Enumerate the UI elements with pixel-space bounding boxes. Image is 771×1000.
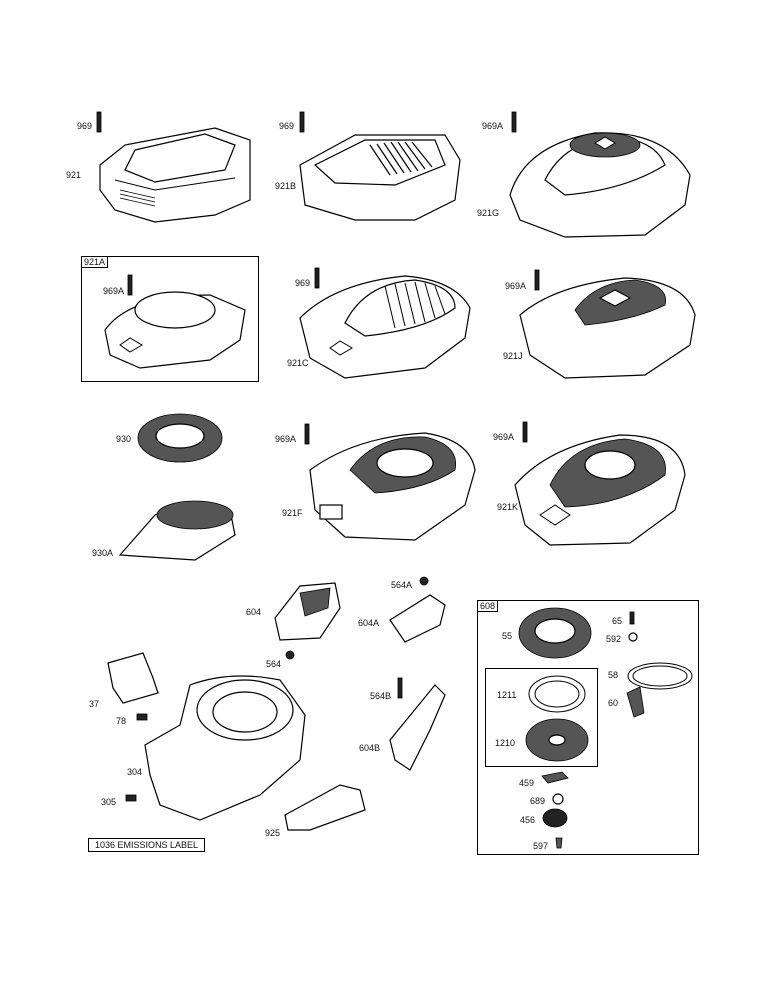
air-guide-icon[interactable] [385,680,450,775]
blower-housing-icon[interactable] [295,125,465,225]
label-969: 969 [279,121,295,131]
screw-icon [127,274,133,296]
spring-icon [552,793,564,805]
label-55: 55 [502,631,513,641]
label-305: 305 [101,797,117,807]
screw-icon [96,111,102,133]
label-604a: 604A [358,618,380,628]
blower-housing-icon[interactable] [115,490,240,565]
label-60: 60 [608,698,619,708]
label-689: 689 [530,796,546,806]
screw-icon [299,111,305,133]
spring-pulley-frame [485,668,598,767]
baffle-icon[interactable] [103,648,168,713]
screw-icon [397,677,403,699]
air-guide-icon[interactable] [385,590,450,645]
screw-icon [534,269,540,291]
screw-icon [511,111,517,133]
label-921b: 921B [275,181,297,191]
label-921: 921 [66,170,82,180]
label-1211: 1211 [497,690,517,700]
blower-housing-icon[interactable] [510,425,690,550]
label-592: 592 [606,634,622,644]
label-58: 58 [608,670,619,680]
pawl-icon[interactable] [540,770,570,786]
blower-screen-icon[interactable] [135,410,225,470]
screw-icon [629,611,635,625]
screw-icon [136,713,148,721]
blower-housing-icon[interactable] [140,665,330,825]
label-921j: 921J [503,351,523,361]
blower-housing-icon[interactable] [295,268,475,383]
label-604b: 604B [359,743,381,753]
pulley-icon[interactable] [522,715,592,765]
label-78: 78 [116,716,127,726]
label-37: 37 [89,699,100,709]
blower-housing-icon[interactable] [505,125,695,240]
label-459: 459 [519,778,535,788]
rope-icon[interactable] [625,660,695,695]
screw-icon [125,794,137,802]
label-969: 969 [295,278,311,288]
blower-housing-icon[interactable] [515,270,700,385]
blower-housing-icon[interactable] [95,120,255,225]
air-guide-icon[interactable] [280,775,370,835]
label-564a: 564A [391,580,413,590]
screw-icon [304,423,310,445]
label-969a: 969A [103,286,125,296]
label-921a: 921A [82,257,109,268]
label-921c: 921C [287,358,309,368]
label-604: 604 [246,607,262,617]
label-969a: 969A [275,434,297,444]
recoil-spring-icon[interactable] [525,672,590,717]
retainer-icon[interactable] [540,806,570,830]
screw-icon [522,421,528,443]
label-304: 304 [127,767,143,777]
label-564: 564 [266,659,282,669]
label-930: 930 [116,434,132,444]
label-969a: 969A [482,121,504,131]
air-guide-icon[interactable] [270,578,345,648]
label-925: 925 [265,828,281,838]
screw-icon [314,267,320,289]
screw-icon [285,650,295,660]
washer-icon [628,632,638,642]
label-969: 969 [77,121,93,131]
screw-icon [555,837,563,849]
blower-housing-icon[interactable] [305,425,480,545]
label-456: 456 [520,815,536,825]
label-65: 65 [612,616,623,626]
label-608: 608 [478,601,499,612]
emissions-label: 1036 EMISSIONS LABEL [88,838,206,852]
kit-921a-frame [81,256,259,382]
label-921f: 921F [282,508,303,518]
handle-icon[interactable] [622,685,647,720]
label-1210: 1210 [495,738,516,748]
kit-608-frame [477,600,699,855]
label-921g: 921G [477,208,500,218]
label-921k: 921K [497,502,519,512]
label-564b: 564B [370,691,392,701]
blower-housing-icon[interactable] [100,270,250,375]
label-969a: 969A [505,281,527,291]
label-930a: 930A [92,548,114,558]
rewind-starter-icon[interactable] [515,603,595,668]
label-969a: 969A [493,432,515,442]
screw-icon [419,576,429,586]
label-597: 597 [533,841,549,851]
